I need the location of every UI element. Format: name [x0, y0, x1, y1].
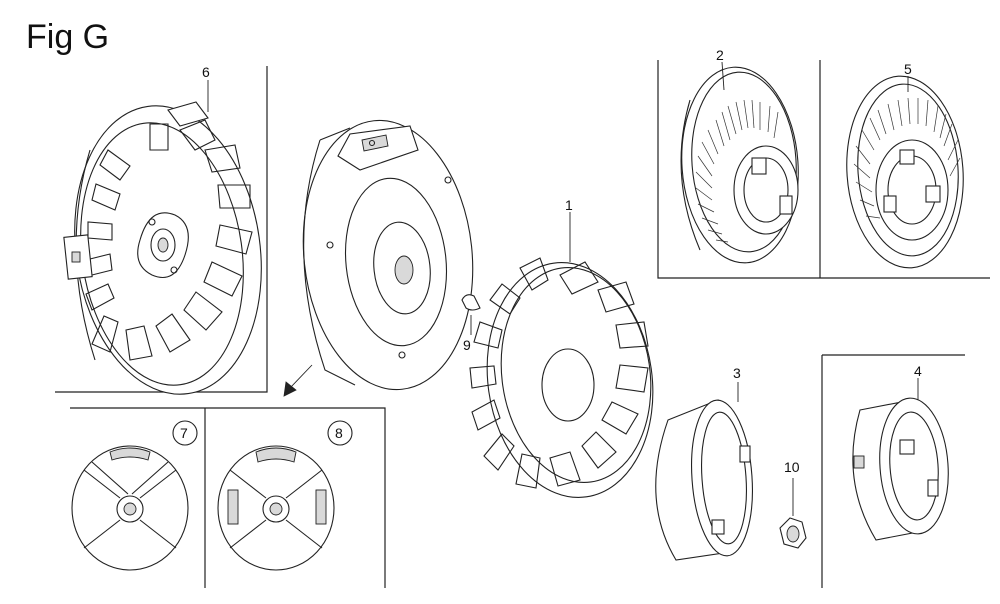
callout-8: 8: [335, 425, 343, 441]
callout-1: 1: [565, 197, 573, 213]
part-7-rotor: [71, 420, 198, 571]
part-1-cooling-fan: [469, 257, 654, 498]
part-4-starter-cup: [852, 378, 949, 541]
callout-9: 9: [463, 337, 471, 353]
callout-6: 6: [202, 64, 210, 80]
part-3-starter-pulley: [655, 382, 753, 561]
callout-2: 2: [716, 47, 724, 63]
part-8-rotor-magnets: [217, 420, 353, 571]
frame-lines: [55, 60, 990, 588]
callout-3: 3: [733, 365, 741, 381]
flywheel-back: [302, 119, 474, 391]
part-9-key: [461, 294, 481, 335]
figure-title: Fig G: [26, 18, 110, 56]
part-6-flywheel-fan: [63, 101, 262, 395]
callout-10: 10: [784, 459, 800, 475]
arrow: [283, 364, 313, 397]
part-5-stator-back: [846, 75, 964, 269]
callout-7: 7: [180, 425, 188, 441]
part-2-stator-plate: [680, 61, 799, 264]
callout-4: 4: [914, 363, 922, 379]
callout-5: 5: [904, 61, 912, 77]
part-10-nut: [779, 478, 807, 549]
